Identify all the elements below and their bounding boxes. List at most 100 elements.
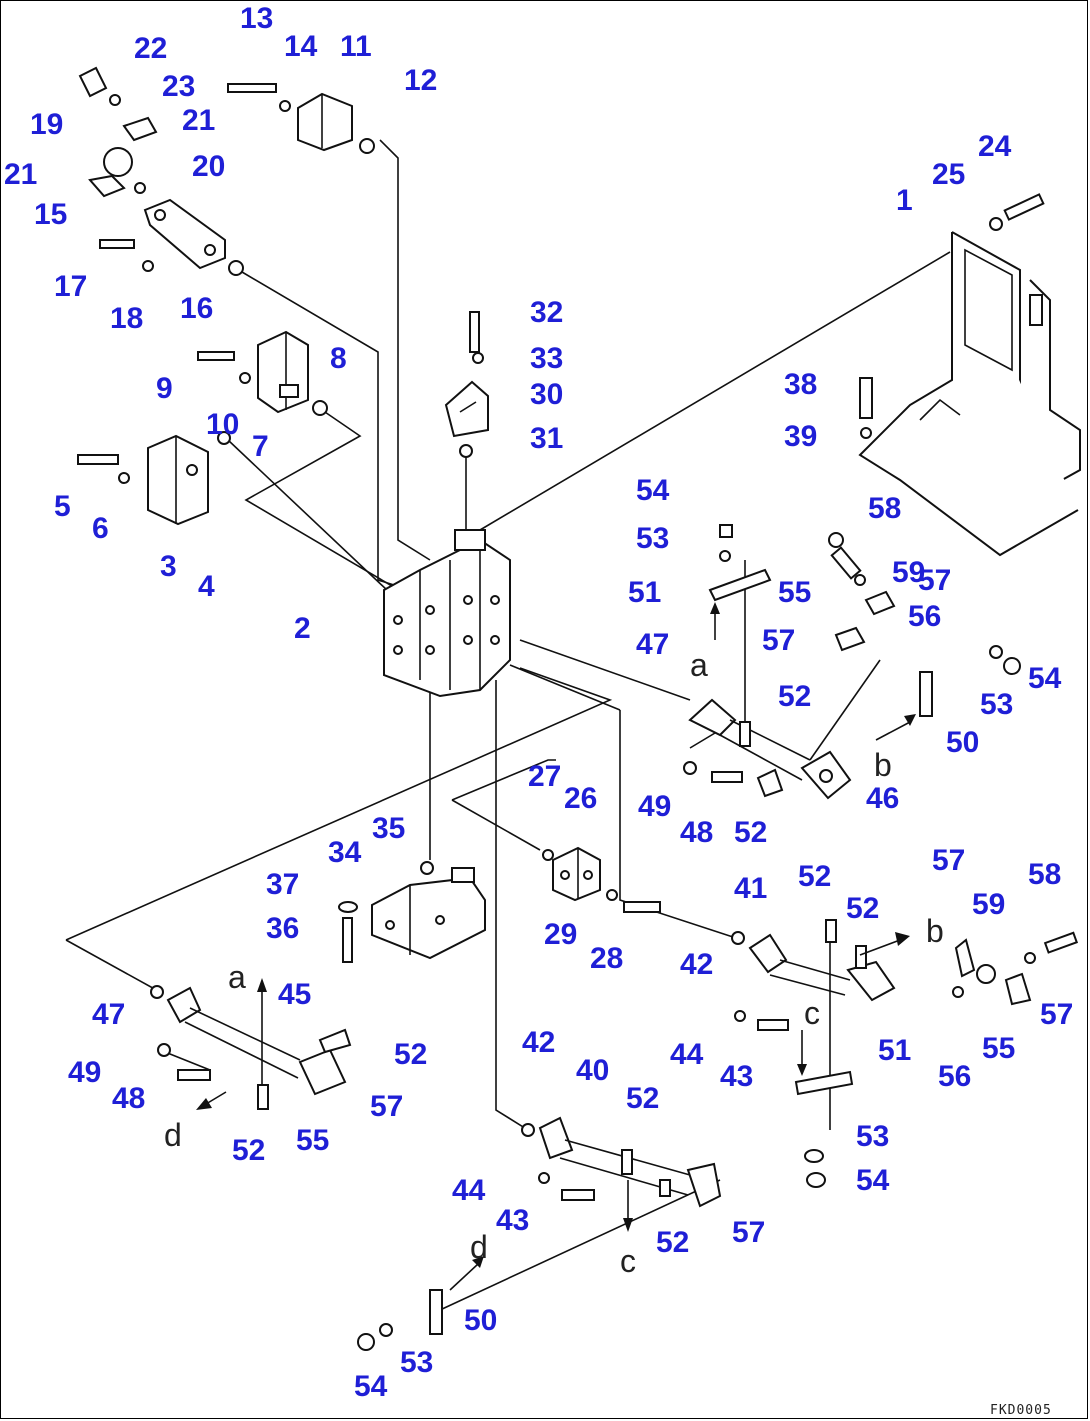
- part-label: 43: [496, 1204, 529, 1237]
- direction-arrows: [196, 602, 916, 1291]
- control-valve-2: [383, 529, 511, 698]
- part-label: 51: [878, 1034, 911, 1067]
- part-label: 57: [762, 624, 795, 657]
- small-parts-top-left: [78, 66, 158, 198]
- part-label: 33: [530, 342, 563, 375]
- part-label: 42: [522, 1026, 555, 1059]
- part-label: 38: [784, 368, 817, 401]
- part-label: 20: [192, 150, 225, 183]
- clamps-right-upper: [828, 532, 896, 652]
- part-label: 30: [530, 378, 563, 411]
- part-label: 53: [636, 522, 669, 555]
- part-label: 10: [206, 408, 239, 441]
- part-label: 53: [400, 1346, 433, 1379]
- part-label: 52: [232, 1134, 265, 1167]
- part-label: 43: [720, 1060, 753, 1093]
- ref-letter-c: c: [804, 995, 820, 1031]
- part-label: 52: [656, 1226, 689, 1259]
- pipe-45: [150, 985, 352, 1110]
- part-label: 56: [908, 600, 941, 633]
- ref-letter-a: a: [228, 959, 246, 995]
- part-label: 21: [182, 104, 215, 137]
- block-26: [542, 846, 661, 913]
- ref-letter-a: a: [690, 647, 708, 683]
- part-label: 15: [34, 198, 67, 231]
- part-label: 13: [240, 2, 273, 35]
- parts-drawing: [77, 66, 1081, 1351]
- part-label: 25: [932, 158, 965, 191]
- part-label: 57: [370, 1090, 403, 1123]
- part-label: 11: [340, 30, 372, 63]
- pipe-46: [683, 698, 852, 800]
- part-label: 14: [284, 30, 318, 63]
- cover-30: [444, 311, 489, 458]
- valve-block-34: [338, 861, 486, 963]
- reference-letters: a b b c c a d d: [164, 647, 944, 1279]
- part-label: 7: [252, 430, 269, 463]
- part-label: 46: [866, 782, 899, 815]
- part-label: 52: [734, 816, 767, 849]
- part-label: 57: [932, 844, 965, 877]
- part-label: 35: [372, 812, 405, 845]
- part-label: 12: [404, 64, 437, 97]
- ref-letter-d: d: [470, 1229, 488, 1265]
- part-label: 49: [638, 790, 671, 823]
- part-label: 49: [68, 1056, 101, 1089]
- part-label: 36: [266, 912, 299, 945]
- ref-letter-b: b: [926, 913, 944, 949]
- part-label: 44: [452, 1174, 486, 1207]
- part-label: 53: [980, 688, 1013, 721]
- part-label: 53: [856, 1120, 889, 1153]
- part-label: 47: [92, 998, 125, 1031]
- block-11: [227, 83, 375, 154]
- part-label: 29: [544, 918, 577, 951]
- clamp-50-bottom: [357, 1289, 443, 1351]
- part-label: 48: [112, 1082, 145, 1115]
- block-3: [77, 431, 231, 526]
- part-label: 52: [846, 892, 879, 925]
- part-label: 56: [938, 1060, 971, 1093]
- leader-lines: [65, 139, 951, 1311]
- clamp-50-right: [708, 524, 1021, 717]
- part-label: 9: [156, 372, 173, 405]
- part-label: 51: [628, 576, 661, 609]
- part-label: 52: [394, 1038, 427, 1071]
- part-label: 58: [1028, 858, 1061, 891]
- pipe-40: [521, 931, 745, 1208]
- part-label: 39: [784, 420, 817, 453]
- part-label: 1: [896, 184, 913, 217]
- part-label: 26: [564, 782, 597, 815]
- part-label: 28: [590, 942, 623, 975]
- part-label: 18: [110, 302, 143, 335]
- part-label: 45: [278, 978, 311, 1011]
- part-label: 50: [946, 726, 979, 759]
- part-label: 34: [328, 836, 362, 869]
- part-label: 27: [528, 760, 561, 793]
- part-label: 40: [576, 1054, 609, 1087]
- part-label: 16: [180, 292, 213, 325]
- part-label: 59: [892, 556, 925, 589]
- part-label: 2: [294, 612, 311, 645]
- ref-letter-c: c: [620, 1243, 636, 1279]
- part-label: 44: [670, 1038, 704, 1071]
- part-label: 59: [972, 888, 1005, 921]
- block-7: [197, 330, 328, 416]
- ref-letter-b: b: [874, 747, 892, 783]
- part-label: 58: [868, 492, 901, 525]
- part-label: 54: [636, 474, 670, 507]
- part-label: 52: [778, 680, 811, 713]
- part-label: 22: [134, 32, 167, 65]
- part-label: 47: [636, 628, 669, 661]
- part-label: 57: [1040, 998, 1073, 1031]
- part-label: 21: [4, 158, 37, 191]
- part-label: 5: [54, 490, 71, 523]
- part-label: 32: [530, 296, 563, 329]
- part-label: 3: [160, 550, 177, 583]
- part-labels: 1 2 3 4 5 6 7 8 9 10 11 12 13 14 15 16 1…: [4, 2, 1073, 1403]
- part-label: 54: [354, 1370, 388, 1403]
- part-label: 57: [918, 564, 951, 597]
- drawing-code: FKD0005: [990, 1403, 1052, 1418]
- part-label: 55: [778, 576, 811, 609]
